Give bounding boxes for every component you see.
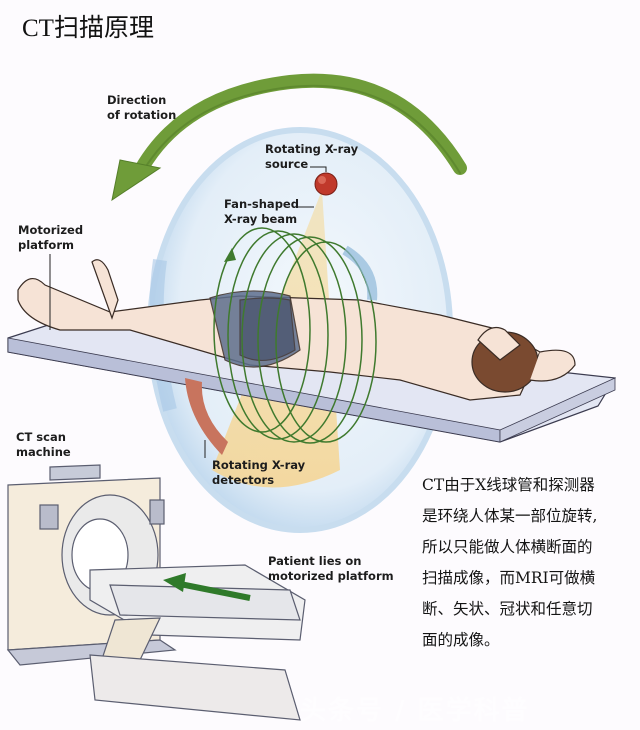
description-text: CT由于X线球管和探测器 是环绕人体某一部位旋转, 所以只能做人体横断面的 扫描… [422, 476, 598, 649]
label-patient-lies-on-platform: Patient lies on motorized platform [268, 554, 394, 583]
label-fan-shaped-beam: Fan-shaped X-ray beam [224, 197, 299, 226]
label-rotating-xray-detectors: Rotating X-ray detectors [212, 458, 306, 487]
ct-scanner-machine [6, 464, 306, 721]
label-rotating-xray-source: Rotating X-ray source [265, 142, 359, 171]
page-title: CT扫描原理 [22, 15, 154, 42]
xray-source-icon [314, 172, 338, 196]
label-ct-scan-machine: CT scan machine [16, 430, 71, 459]
leader-lines [49, 166, 327, 458]
motorized-platform [7, 317, 617, 443]
watermark: 头条号 / 医学科普 [300, 696, 530, 726]
scan-rings [213, 227, 377, 444]
patient-figure [17, 259, 576, 401]
label-direction-of-rotation: Direction of rotation [107, 93, 177, 122]
detectors-arc [185, 378, 228, 455]
platform-direction-arrow-icon [163, 573, 251, 601]
label-motorized-platform: Motorized platform [18, 223, 84, 252]
rotation-arrow-icon [111, 73, 467, 202]
